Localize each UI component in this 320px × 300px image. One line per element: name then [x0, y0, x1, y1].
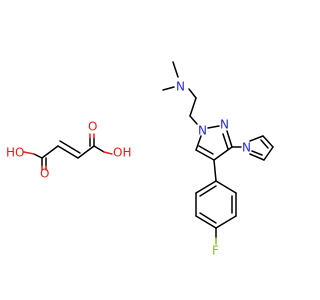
fluorine-label: F: [212, 244, 219, 258]
structure-canvas: HO O O OH: [6, 61, 274, 258]
bond-ph-3-4: [215, 215, 237, 229]
bond-nme-methyl-left: [162, 86, 175, 91]
n-dimethyl-label: N: [176, 80, 185, 94]
bond-c3-c4: [77, 145, 95, 159]
bond-c4-oh-o: [103, 151, 113, 155]
bond-ph-6-1: [195, 180, 217, 194]
bond-pyr-n-c2: [249, 135, 264, 142]
n-pyrrole-label: N: [242, 141, 251, 155]
bond-pyr-c3-c4: [263, 146, 274, 161]
bond-c4-c5: [195, 149, 215, 161]
o-left-label: O: [40, 167, 49, 181]
bond-c2-c3: [57, 145, 79, 159]
bond-c5-n1: [195, 135, 202, 151]
bond-pyr-c4-c5-double: [251, 150, 263, 156]
bond-pyr-c2-c3: [262, 135, 274, 148]
bond-c2-c3-double: [59, 140, 81, 154]
main-molecule: N N N N F: [162, 61, 274, 258]
fumaric-acid: HO O O OH: [6, 120, 131, 181]
bond-ph-4-5-double: [199, 212, 217, 224]
bond-c1-oh-o: [23, 151, 35, 155]
bond-nme-methyl-top: [172, 61, 179, 78]
bond-pyr-c2-c3-double: [260, 139, 269, 149]
o-right-label: O: [88, 120, 97, 134]
bond-ph-4-5: [195, 215, 217, 229]
bond-c1-c2: [41, 145, 59, 159]
bond-c4-phenyl: [213, 159, 217, 182]
bond-ch2-ch2: [189, 97, 197, 117]
n-pyrazole-2-label: N: [220, 118, 229, 132]
bond-c3-c4: [213, 146, 233, 161]
bond-ph-6-1-double: [199, 185, 217, 197]
oh-right-label: OH: [113, 146, 131, 160]
bond-pyr-c4-c5: [249, 153, 265, 161]
bond-c4-c5-double: [198, 145, 214, 155]
bond-ph-1-2: [215, 180, 237, 194]
bond-n2-c3: [226, 130, 233, 148]
n-pyrazole-1-label: N: [198, 124, 207, 138]
bond-n2-c3-double: [222, 133, 229, 150]
bond-ch2-n1: [189, 115, 198, 125]
bond-c4-oh: [93, 145, 105, 153]
bond-c1-oh: [33, 153, 43, 159]
ho-left-label: HO: [6, 146, 24, 160]
bond-n-ch2-a: [188, 88, 197, 99]
bond-n1-n2: [207, 125, 220, 129]
